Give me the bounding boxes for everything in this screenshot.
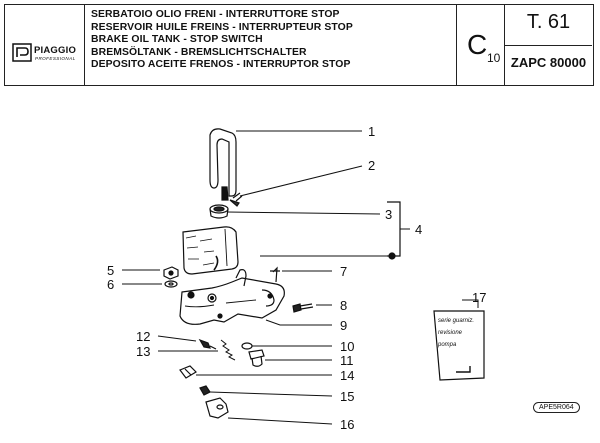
spring-part bbox=[220, 339, 236, 361]
callout-3: 3 bbox=[385, 207, 393, 222]
leader-lines bbox=[122, 130, 479, 425]
reservoir-cap-part bbox=[209, 204, 229, 219]
gasket-part bbox=[179, 365, 197, 379]
piaggio-logo-icon bbox=[12, 43, 32, 62]
spacer-part bbox=[199, 385, 211, 396]
group-code-sub: 10 bbox=[487, 51, 501, 65]
title-de: BREMSÖLTANK - BREMSLICHTSCHALTER bbox=[91, 46, 307, 58]
washer-part bbox=[164, 280, 178, 288]
reference-cell: T. 61 ZAPC 80000 bbox=[505, 5, 592, 85]
callout-9: 9 bbox=[340, 318, 348, 333]
group-code: C bbox=[467, 29, 488, 60]
callout-15: 15 bbox=[340, 389, 355, 404]
callout-7: 7 bbox=[340, 264, 348, 279]
callout-5: 5 bbox=[107, 263, 115, 278]
title-es: DEPOSITO ACEITE FRENOS - INTERRUPTOR STO… bbox=[91, 59, 351, 71]
brand-subtitle: PROFESSIONAL bbox=[35, 56, 76, 61]
card-line-1: serie guarniz. bbox=[438, 318, 475, 324]
table-number: T. 61 bbox=[526, 11, 571, 33]
callout-1: 1 bbox=[368, 124, 376, 139]
callout-10: 10 bbox=[340, 339, 355, 354]
sealing-washer-part bbox=[241, 342, 253, 350]
callout-6: 6 bbox=[107, 277, 115, 292]
title-en: BRAKE OIL TANK - STOP SWITCH bbox=[91, 34, 263, 46]
pin-part bbox=[270, 266, 280, 283]
callout-2: 2 bbox=[368, 158, 376, 173]
stop-switch-part bbox=[248, 349, 265, 367]
callout-17: 17 bbox=[472, 290, 487, 305]
callout-4: 4 bbox=[415, 222, 423, 237]
nut-part bbox=[163, 266, 179, 280]
oil-reservoir-part bbox=[182, 226, 239, 275]
card-line-2: revisione bbox=[438, 330, 463, 336]
mounting-plate-part bbox=[205, 397, 229, 419]
master-cylinder-part bbox=[179, 269, 285, 325]
title-block: PIAGGIO PROFESSIONAL SERBATOIO OLIO FREN… bbox=[4, 4, 594, 86]
callout-16: 16 bbox=[340, 417, 355, 432]
drawing-reference: APE5R064 bbox=[533, 402, 580, 413]
bolt-part bbox=[292, 303, 314, 313]
screw-part bbox=[229, 192, 243, 207]
callout-14: 14 bbox=[340, 368, 355, 383]
callout-12: 12 bbox=[136, 329, 151, 344]
title-lines: SERBATOIO OLIO FRENI - INTERRUTTORE STOP… bbox=[85, 5, 457, 85]
adjuster-pin-part bbox=[198, 338, 217, 350]
bracket-strap-part bbox=[209, 128, 237, 201]
card-line-3: pompa bbox=[438, 342, 457, 348]
brand-cell: PIAGGIO PROFESSIONAL bbox=[5, 5, 85, 85]
title-fr: RESERVOIR HUILE FREINS - INTERRUPTEUR ST… bbox=[91, 21, 353, 33]
group-code-cell: C 10 bbox=[457, 5, 505, 85]
reference-divider bbox=[505, 45, 592, 46]
callout-8: 8 bbox=[340, 298, 348, 313]
model-code: ZAPC 80000 bbox=[510, 55, 587, 70]
callout-11: 11 bbox=[340, 353, 354, 368]
label-card-part bbox=[433, 310, 485, 381]
title-it: SERBATOIO OLIO FRENI - INTERRUTTORE STOP bbox=[91, 9, 340, 20]
callout-13: 13 bbox=[136, 344, 151, 359]
brand-name: PIAGGIO bbox=[34, 45, 77, 56]
